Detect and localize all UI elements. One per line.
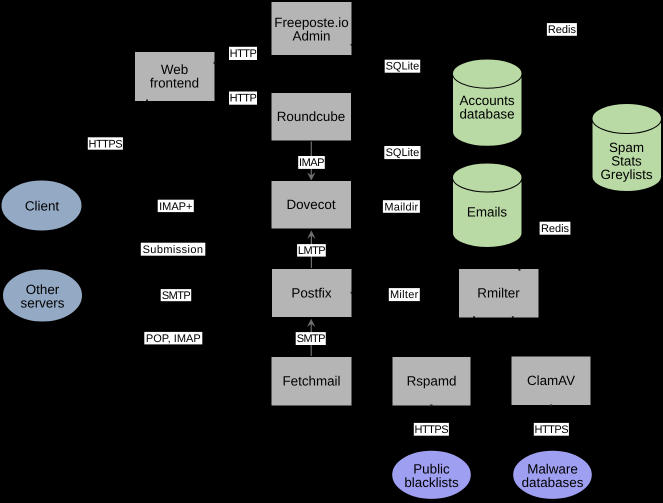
svg-text:Stats: Stats (611, 154, 642, 169)
svg-text:Milter: Milter (390, 289, 419, 301)
svg-text:HTTP: HTTP (230, 48, 257, 60)
svg-text:databases: databases (522, 475, 584, 490)
svg-text:Redis: Redis (541, 223, 570, 235)
svg-text:SQLite: SQLite (386, 61, 420, 73)
svg-text:HTTPS: HTTPS (89, 138, 123, 150)
svg-text:IMAP: IMAP (299, 157, 324, 169)
svg-text:Postfix: Postfix (291, 285, 331, 300)
svg-text:Submission: Submission (143, 244, 204, 256)
svg-text:servers: servers (21, 296, 65, 311)
svg-text:Dovecot: Dovecot (286, 197, 335, 212)
svg-text:Maildir: Maildir (384, 201, 418, 213)
svg-text:Other: Other (26, 282, 60, 297)
svg-text:Fetchmail: Fetchmail (282, 374, 340, 389)
svg-text:Rmilter: Rmilter (477, 286, 520, 301)
svg-text:Roundcube: Roundcube (277, 109, 346, 124)
svg-text:POP, IMAP: POP, IMAP (146, 333, 201, 345)
svg-text:HTTPS: HTTPS (535, 424, 569, 436)
svg-text:Client: Client (25, 198, 60, 213)
svg-text:HTTPS: HTTPS (415, 424, 449, 436)
svg-text:Spam: Spam (609, 140, 644, 155)
svg-text:Redis: Redis (548, 24, 577, 36)
svg-text:SQLite: SQLite (386, 147, 420, 159)
svg-text:Greylists: Greylists (600, 167, 652, 182)
svg-text:Emails: Emails (467, 205, 507, 220)
svg-text:blacklists: blacklists (404, 475, 459, 490)
svg-text:SMTP: SMTP (297, 333, 325, 345)
svg-text:Accounts: Accounts (459, 93, 514, 108)
svg-text:SMTP: SMTP (162, 290, 190, 302)
svg-text:Freeposte.io: Freeposte.io (274, 15, 348, 30)
svg-text:Admin: Admin (293, 29, 331, 44)
svg-text:Rspamd: Rspamd (407, 374, 457, 389)
svg-text:Public: Public (413, 462, 450, 477)
svg-text:IMAP+: IMAP+ (159, 201, 192, 213)
svg-text:Web: Web (161, 62, 188, 77)
svg-text:database: database (459, 107, 514, 122)
svg-text:ClamAV: ClamAV (527, 373, 575, 388)
svg-text:Malware: Malware (527, 462, 578, 477)
svg-text:HTTP: HTTP (230, 93, 257, 105)
svg-text:LMTP: LMTP (298, 245, 325, 257)
svg-text:frontend: frontend (150, 75, 199, 90)
